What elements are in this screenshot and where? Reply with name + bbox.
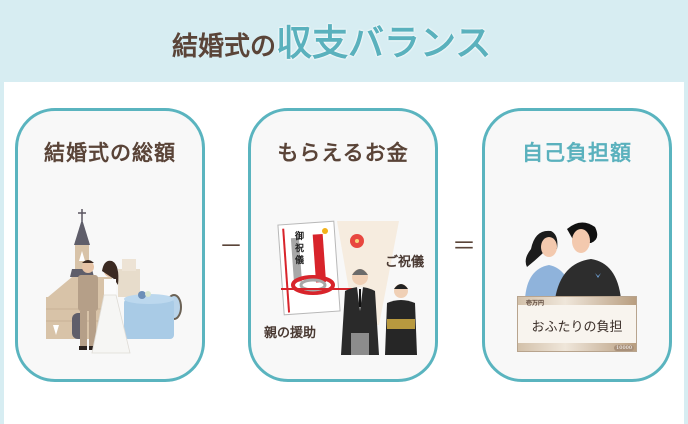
card-wedding-total: 結婚式の総額 <box>15 108 205 382</box>
title-highlight: 収支バランス <box>276 22 492 64</box>
card-title: 自己負担額 <box>522 140 632 165</box>
page-title: 結婚式の収支バランス <box>172 14 491 66</box>
page-header: 結婚式の収支バランス <box>0 0 688 82</box>
svg-text:祝: 祝 <box>295 242 304 254</box>
card-self-payment: 自己負担額 壱万円 おふたりの負担 10000 <box>482 108 672 382</box>
banknote-denomination: 壱万円 <box>526 300 545 307</box>
church-wedding-couple-illustration <box>46 209 182 354</box>
gift-label: ご祝儀 <box>385 255 425 270</box>
card-title: 結婚式の総額 <box>44 140 176 165</box>
couple-illustration <box>525 222 621 299</box>
banknote-number: 10000 <box>614 345 634 351</box>
title-prefix: 結婚式の <box>172 32 277 62</box>
card-title: もらえるお金 <box>277 140 409 165</box>
envelope-text: 御 <box>294 230 304 242</box>
parents-support-label: 親の援助 <box>264 326 317 341</box>
card-received-money: もらえるお金 御 祝 儀 ご祝儀 親の援助 <box>248 108 438 382</box>
banknote-illustration: 壱万円 おふたりの負担 10000 <box>517 296 637 352</box>
banknote-text: おふたりの負担 <box>531 320 623 335</box>
svg-text:儀: 儀 <box>294 254 304 266</box>
envelope-parents-illustration: 御 祝 儀 <box>277 220 417 355</box>
minus-operator: － <box>219 232 243 260</box>
equals-operator: ＝ <box>452 232 476 260</box>
